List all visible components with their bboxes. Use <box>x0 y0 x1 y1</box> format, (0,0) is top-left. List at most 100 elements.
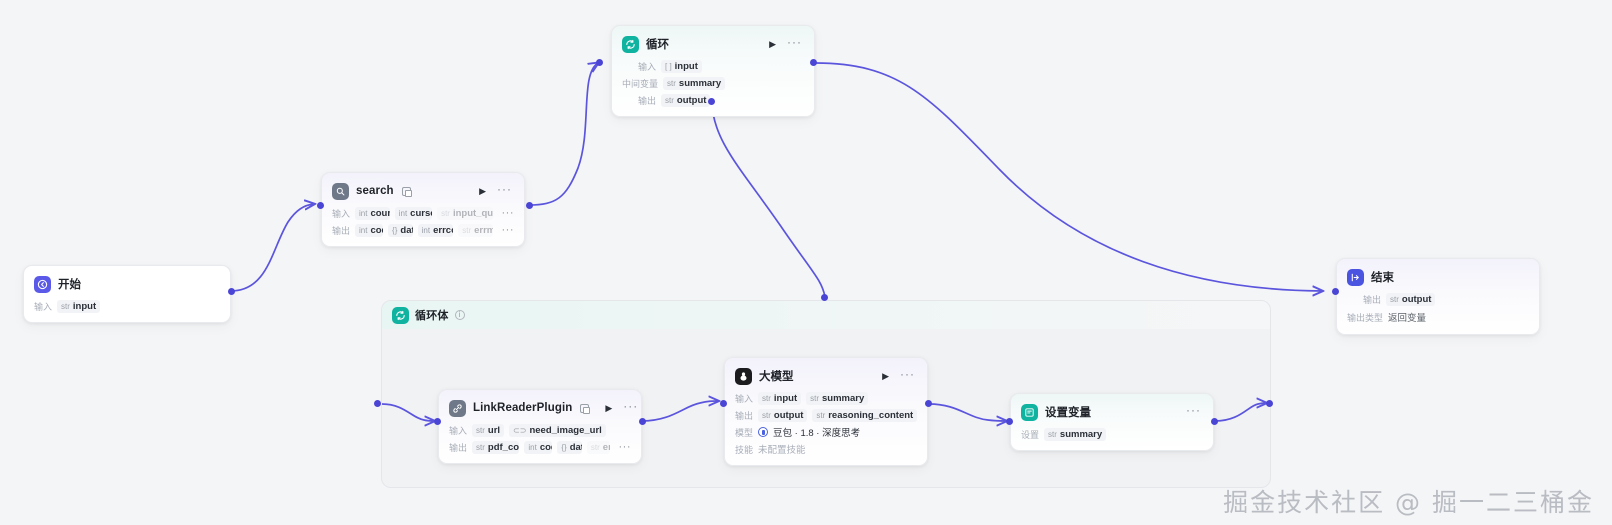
more-button[interactable]: ··· <box>623 399 639 413</box>
port-row: 输出 str output <box>622 93 804 107</box>
tag-type: str <box>665 95 674 105</box>
row-overflow-button[interactable]: ··· <box>501 207 514 219</box>
node-set-variable[interactable]: 设置变量 ··· 设置 str summary <box>1010 393 1214 451</box>
port-llm-input[interactable] <box>720 400 727 407</box>
port-tag[interactable]: 返回变量 <box>1388 309 1426 325</box>
watermark: 掘金技术社区 @ 掘一二三桶金 <box>1223 488 1594 517</box>
row-label: 设置 <box>1021 429 1040 440</box>
tag-name: input <box>674 60 698 72</box>
loop-icon <box>392 306 409 324</box>
node-end[interactable]: 结束 输出 str output 输出类型 返回变量 <box>1336 258 1540 335</box>
port-tag[interactable]: str input <box>57 299 101 313</box>
run-button[interactable]: ▶ <box>605 402 613 413</box>
port-tag[interactable]: str pdf_content <box>472 440 520 454</box>
port-tag[interactable]: int cursor <box>394 206 433 220</box>
node-search-rows: 输入 int count int cursor str input_query … <box>332 206 514 237</box>
tag-name: output <box>676 94 707 106</box>
port-tag[interactable]: int errcode <box>417 223 454 237</box>
more-button[interactable]: ··· <box>1186 403 1201 417</box>
port-row: 输入 str input <box>34 299 220 313</box>
port-tag[interactable]: str url <box>472 423 505 437</box>
port-tag[interactable]: int count <box>355 206 390 220</box>
info-icon[interactable]: i <box>454 310 465 320</box>
start-arrow-icon <box>34 275 51 293</box>
port-end-input[interactable] <box>1332 288 1339 295</box>
port-loop-input[interactable] <box>596 59 603 66</box>
node-search-header: search ▶ ··· <box>332 182 514 200</box>
port-tag[interactable]: {} data <box>557 440 582 454</box>
node-link-reader-header: LinkReaderPlugin ▶ ··· <box>449 399 637 417</box>
port-tag[interactable]: str input <box>758 391 802 405</box>
tag-type: str <box>816 410 826 420</box>
port-loop-body-right[interactable] <box>1266 400 1273 407</box>
node-set-variable-title: 设置变量 <box>1045 407 1091 419</box>
tag-type: int <box>359 208 368 218</box>
port-set-variable-input[interactable] <box>1006 418 1013 425</box>
tag-type: int <box>359 225 368 235</box>
skill-row[interactable]: 技能 未配置技能 <box>735 442 917 457</box>
row-overflow-button[interactable]: ··· <box>501 224 514 236</box>
port-loop-body-top[interactable] <box>821 294 828 301</box>
more-button[interactable]: ··· <box>900 367 915 381</box>
port-tag[interactable]: str output <box>758 408 808 422</box>
port-llm-output[interactable] <box>925 400 932 407</box>
port-set-variable-output[interactable] <box>1211 418 1218 425</box>
more-button[interactable]: ··· <box>787 35 802 49</box>
port-tag[interactable]: str input_query <box>437 206 493 220</box>
more-button[interactable]: ··· <box>497 182 512 196</box>
tag-type: str <box>441 208 450 218</box>
tag-name: summary <box>1059 428 1103 440</box>
port-tag[interactable]: int code <box>355 223 384 237</box>
tag-type: {} <box>561 442 567 452</box>
run-button[interactable]: ▶ <box>882 370 889 381</box>
port-tag[interactable]: str err <box>586 440 610 454</box>
tag-name: input <box>72 300 97 312</box>
duplicate-icon[interactable] <box>580 403 591 414</box>
node-loop-rows: 输入 [ ] input 中间变量 str summary 输出 str out… <box>622 59 804 107</box>
node-link-reader-title: LinkReaderPlugin <box>473 402 573 414</box>
tag-name: pdf_content <box>487 441 520 453</box>
port-search-output[interactable] <box>526 202 533 209</box>
port-loop-body-entry[interactable] <box>708 98 715 105</box>
loop-body-header: 循环体 i <box>382 301 1270 329</box>
port-tag[interactable]: str output <box>661 93 711 107</box>
node-start-header: 开始 <box>34 275 220 293</box>
port-tag[interactable]: str summary <box>663 76 726 90</box>
port-tag[interactable]: str summary <box>1044 427 1107 441</box>
port-tag[interactable]: str errmsg <box>458 223 493 237</box>
port-tag[interactable]: int code <box>524 440 553 454</box>
row-label: 输出 <box>1362 294 1381 305</box>
port-loop-output[interactable] <box>810 59 817 66</box>
port-tag[interactable]: [ ] input <box>661 59 702 73</box>
row-label: 输出 <box>332 225 351 236</box>
port-tag[interactable]: str output <box>1386 292 1436 306</box>
model-label: 模型 <box>735 427 754 438</box>
duplicate-icon[interactable] <box>401 186 412 197</box>
row-overflow-button[interactable]: ··· <box>618 441 631 453</box>
port-tag[interactable]: str summary <box>806 391 869 405</box>
port-start-output[interactable] <box>228 288 235 295</box>
port-loop-body-left[interactable] <box>374 400 381 407</box>
node-link-reader-plugin[interactable]: LinkReaderPlugin ▶ ··· 输入 str url ⊂⊃ nee… <box>438 389 642 464</box>
node-llm-header: 大模型 ▶ ··· <box>735 367 917 385</box>
node-llm[interactable]: 大模型 ▶ ··· 输入 str input str summary 输出 s <box>724 357 928 466</box>
port-tag[interactable]: {} data <box>388 223 413 237</box>
tag-type: str <box>762 393 771 403</box>
run-button[interactable]: ▶ <box>769 38 776 49</box>
port-link-reader-input[interactable] <box>434 418 441 425</box>
end-arrow-icon <box>1347 268 1364 286</box>
model-row[interactable]: 模型 豆包 · 1.8 · 深度思考 <box>735 425 917 439</box>
node-search-title: search <box>356 185 394 197</box>
run-button[interactable]: ▶ <box>479 185 486 196</box>
model-value: 豆包 · 1.8 · 深度思考 <box>773 428 861 439</box>
port-tag[interactable]: str reasoning_content <box>812 408 917 422</box>
tag-name: err <box>602 441 610 453</box>
port-search-input[interactable] <box>317 202 324 209</box>
tag-type: str <box>590 442 600 452</box>
port-tag[interactable]: ⊂⊃ need_image_url <box>509 423 606 437</box>
port-link-reader-output[interactable] <box>639 418 646 425</box>
row-label: 输入 <box>449 425 468 436</box>
node-start[interactable]: 开始 输入 str input <box>23 265 231 323</box>
node-search[interactable]: search ▶ ··· 输入 int count int cursor str… <box>321 172 525 247</box>
